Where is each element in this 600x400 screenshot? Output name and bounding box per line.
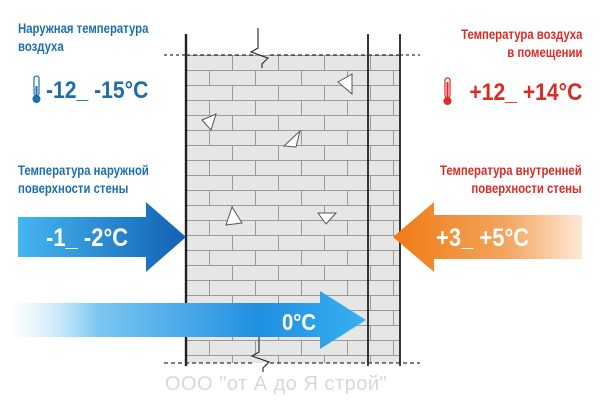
break-mark-top: [249, 28, 270, 68]
zero-point-arrow: [8, 291, 366, 349]
inside-air-title: Температура воздуха в помещении: [460, 27, 582, 60]
inner-surface-temperature: +3_ +5°C: [436, 224, 530, 252]
outer-surface-temperature: -1_ -2°C: [46, 224, 129, 252]
thermometer-cold-icon: [32, 75, 41, 103]
wall-aggregate-mark: [337, 73, 353, 96]
inner-surface-title: Температура внутренней поверхности стены: [440, 163, 582, 196]
watermark-text: ООО "от А до Я строй": [165, 373, 388, 395]
inner-surface-arrow: [393, 202, 582, 272]
outer-surface-arrow: [18, 202, 186, 272]
outside-air-temperature: -12_ -15°C: [46, 77, 149, 104]
outside-air-title: Наружная температура воздуха: [18, 21, 149, 54]
inside-air-temperature: +12_ +14°C: [469, 79, 582, 106]
thermometer-warm-icon: [443, 77, 452, 105]
break-mark-bottom: [250, 332, 271, 372]
zero-point-temperature: 0°C: [282, 309, 316, 335]
outer-surface-title: Температура наружной поверхности стены: [18, 163, 149, 196]
